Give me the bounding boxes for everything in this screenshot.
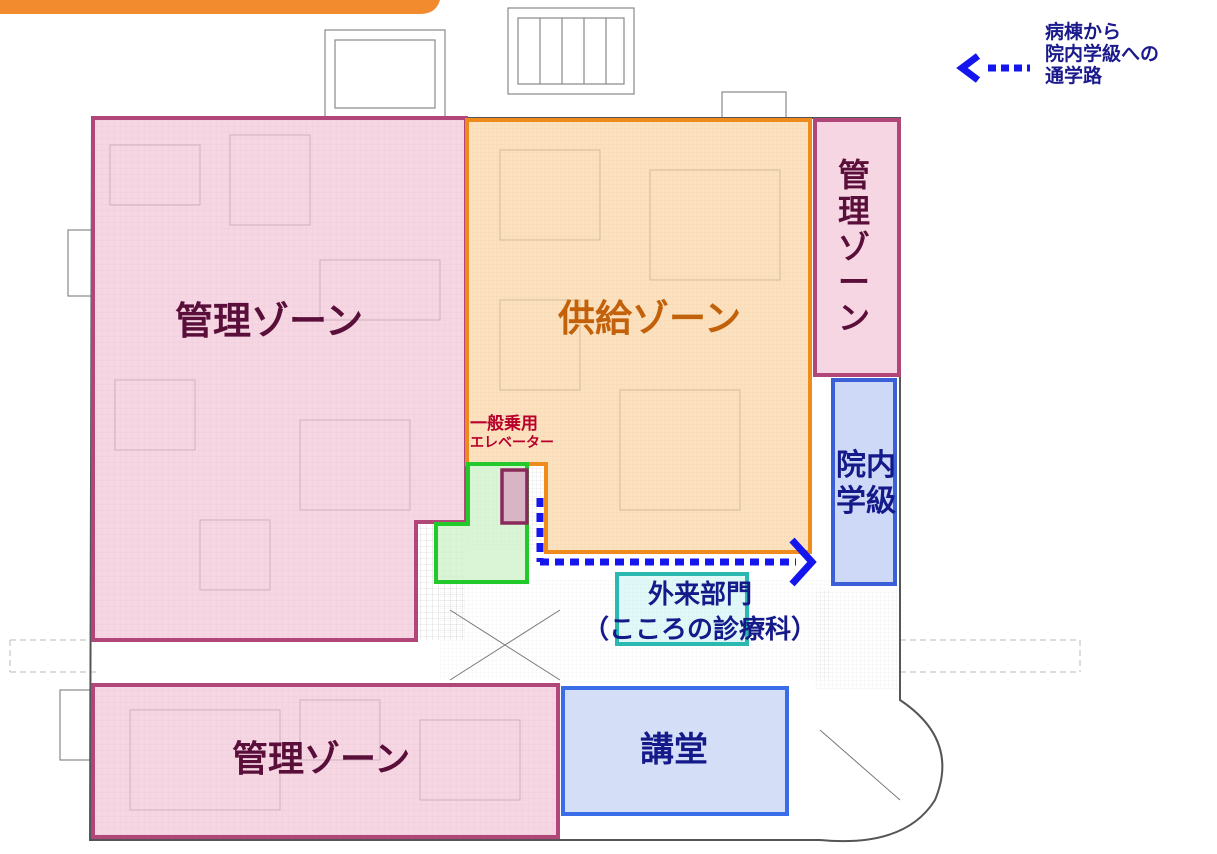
label-elevator: 一般乗用 エレベーター [470,414,554,453]
zone-school [831,378,897,586]
zone-admin-left [91,116,468,642]
building-outline [88,117,944,843]
plan-detail-right [815,590,900,690]
zone-auditorium [561,686,789,816]
zone-admin-bottom [91,683,560,839]
label-outpatient: 外来部門 （こころの診療科） [560,578,840,648]
header-banner [0,0,440,14]
label-admin-right-char-2: 理 [838,191,871,230]
zone-outpatient [615,572,749,646]
zone-admin-right [813,118,901,377]
label-admin-right-char-3: ゾ [838,227,871,266]
plan-detail-middle [440,580,830,680]
label-auditorium: 講堂 [640,730,708,770]
label-outpatient-line-1: 外来部門 [647,580,752,610]
label-outpatient-line-2: （こころの診療科） [582,615,817,646]
label-admin-right-char-4: ー [838,263,871,302]
route-arrowhead [789,537,817,587]
label-admin-left: 管理ゾーン [175,299,364,343]
legend-line-1: 病棟から [1045,21,1122,43]
legend-line-3: 通学路 [1045,64,1103,87]
legend-text: 病棟から 院内学級への 通学路 [1045,21,1205,88]
label-admin-right-char-5: ン [838,299,871,338]
corridor-lines [9,639,1081,673]
elevator-box [500,468,529,525]
label-admin-right: 管 理 ゾ ー ン [838,156,871,338]
label-school-line-1: 院内 [836,448,896,483]
label-admin-bottom: 管理ゾーン [232,739,411,780]
legend-line-2: 院内学級への [1045,42,1160,65]
label-supply: 供給ゾーン [558,297,742,340]
legend-arrow [956,53,1030,83]
label-elevator-line-1: 一般乗用 [470,414,538,434]
label-school: 院内 学級 [833,448,899,520]
label-elevator-line-2: エレベーター [470,435,554,452]
label-school-line-2: 学級 [836,484,896,519]
commute-route [536,498,796,566]
label-admin-right-char-1: 管 [838,156,871,194]
